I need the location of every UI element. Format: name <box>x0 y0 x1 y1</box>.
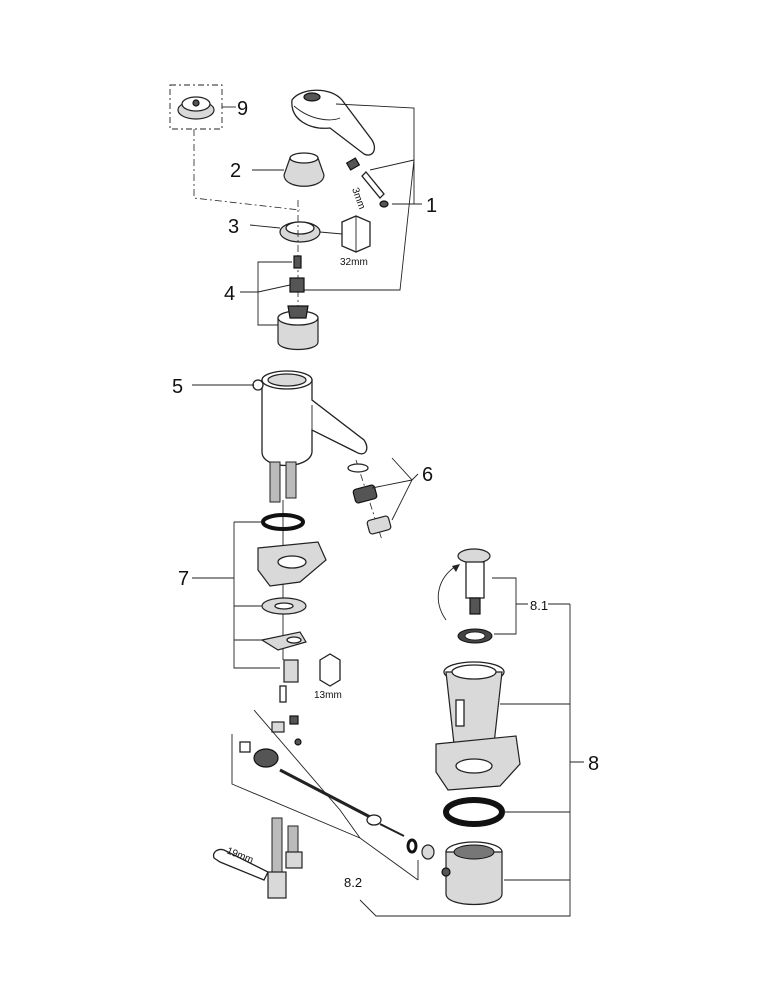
label-1: 1 <box>426 195 437 217</box>
part-2-cover-dome <box>283 152 325 187</box>
part-9-cap <box>169 84 223 130</box>
label-8-1: 8.1 <box>530 598 548 613</box>
label-3: 3 <box>228 216 239 238</box>
supply-hoses-upper <box>269 461 297 503</box>
bracket-8 <box>359 603 584 917</box>
wrench-13mm <box>319 653 341 687</box>
bracket-8-2 <box>231 709 419 881</box>
part-7-mounting-set <box>257 513 327 703</box>
label-2: 2 <box>230 160 241 182</box>
part-1-lever-handle <box>291 89 389 208</box>
axis-9 <box>193 129 301 211</box>
leader-3 <box>249 224 281 229</box>
bracket-7 <box>233 521 280 669</box>
part-5-faucet-body <box>252 370 368 467</box>
bracket-6 <box>371 457 419 521</box>
part-3-locking-nut <box>279 221 321 243</box>
part-6-aerator <box>347 463 392 535</box>
label-8-2: 8.2 <box>344 875 362 890</box>
part-8-2-popup-rod <box>239 715 435 860</box>
part-8-1-popup-plug <box>437 548 493 644</box>
supply-hoses-lower <box>267 817 303 899</box>
bracket-4 <box>257 261 292 326</box>
wrench-32mm <box>341 215 371 253</box>
dim-13mm: 13mm <box>314 690 342 701</box>
wrench-link <box>319 231 343 235</box>
part-4-cartridge-set <box>277 255 319 351</box>
spanner-19mm <box>212 848 269 881</box>
bracket-1 <box>300 103 422 291</box>
label-9: 9 <box>237 98 248 120</box>
dim-3mm: 3mm <box>349 186 367 211</box>
label-8: 8 <box>588 753 599 775</box>
label-4: 4 <box>224 283 235 305</box>
bracket-8-1 <box>492 577 528 635</box>
dim-32mm: 32mm <box>340 257 368 268</box>
label-7: 7 <box>178 568 189 590</box>
label-5: 5 <box>172 376 183 398</box>
label-6: 6 <box>422 464 433 486</box>
part-8-waste-assembly <box>435 661 521 906</box>
